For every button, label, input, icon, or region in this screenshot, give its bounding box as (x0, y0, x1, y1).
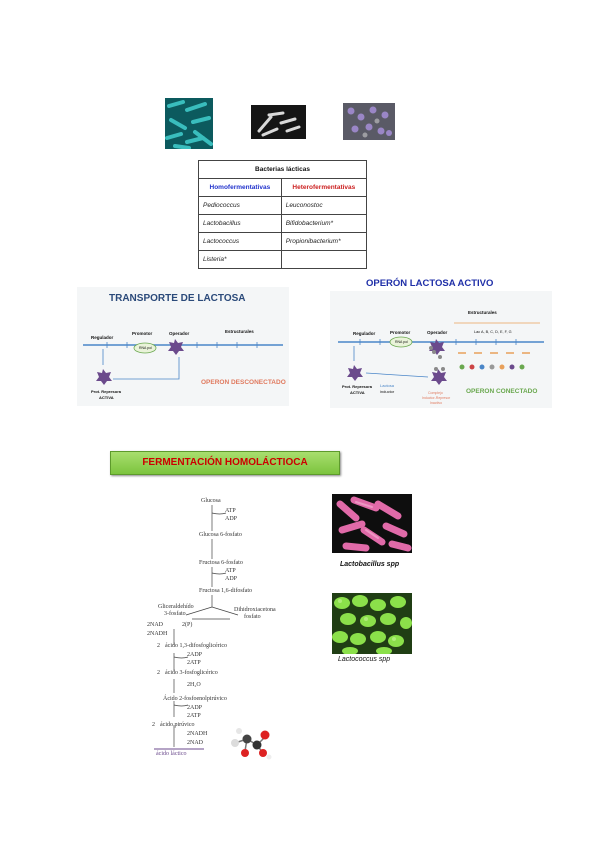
table-cell: Propionibacterium* (280, 232, 368, 251)
step-adp1: ADP (225, 516, 238, 522)
table-title: Bacterias lácticas (198, 160, 367, 179)
step-gliceraldehido-2: 3-fosfato (164, 611, 186, 617)
transporte-panel: TRANSPORTE DE LACTOSA Regulador Promotor… (77, 287, 289, 406)
represora-label: Prot. Represora (342, 384, 373, 389)
step-difosfoglic: ácido 1,3-difosfoglicérico (165, 643, 227, 649)
lactic-bacteria-table: Bacterias lácticas Homofermentativas Het… (198, 160, 368, 269)
step-atp4: 2ATP (187, 713, 201, 719)
table-cell: Leuconostoc (280, 196, 368, 215)
step-dihidroxi-2: fosfato (244, 614, 261, 620)
step-lactico: ácido láctico (156, 751, 187, 757)
label-estructurales: Estructurales (225, 329, 254, 334)
fermentacion-banner-text: FERMENTACIÓN HOMOLÁCTIOCA (142, 457, 308, 468)
label-regulador: Regulador (353, 331, 376, 336)
step-nadh: 2NADH (147, 631, 168, 637)
micrograph-bacilli-white-art (251, 105, 306, 139)
step-gliceraldehido: Gliceraldehído (158, 604, 194, 610)
inductor-represor-label: Inductor-Represor (422, 396, 451, 400)
operon-panel: Estructurales Lac A, B, C, D, E, F, G Re… (330, 291, 552, 408)
label-operador: Operador (169, 331, 190, 336)
lactococcus-art (332, 593, 412, 654)
transporte-title: TRANSPORTE DE LACTOSA (109, 293, 246, 304)
rna-pol-label: RNA pol (395, 340, 408, 344)
lactic-acid-molecule-icon (231, 728, 272, 760)
step-fosfoglic: ácido 3-fosfoglicérico (165, 670, 218, 676)
step-adp2: ADP (225, 576, 238, 582)
label-genes: Lac A, B, C, D, E, F, G (474, 330, 512, 334)
step-n3: 2 (152, 722, 155, 728)
lactobacillus-caption: Lactobacillus spp (340, 561, 400, 568)
step-atp3: 2ATP (187, 660, 201, 666)
step-adp3: 2ADP (187, 652, 203, 658)
step-h2o: 2H₂O (187, 682, 201, 688)
table-header-homo: Homofermentativas (198, 178, 282, 197)
step-piruvico: ácido pirúvico (160, 722, 195, 728)
inductor-label: inductor (380, 389, 395, 394)
table-cell: Listeria* (198, 250, 282, 269)
table-cell: Bifidobacterium* (280, 214, 368, 233)
operon-heading: OPERÓN LACTOSA ACTIVO (366, 278, 494, 289)
activa-label: ACTIVA (99, 395, 114, 400)
label-regulador: Regulador (91, 335, 114, 340)
table-row: Pediococcus Leuconostoc (198, 196, 368, 215)
step-g6f: Glucosa 6-fosfato (199, 532, 242, 538)
lactobacillus-art (332, 494, 412, 553)
lactococcus-caption: Lactococcus spp (338, 656, 391, 663)
step-atp1: ATP (225, 508, 236, 514)
operon-diagram (338, 322, 544, 385)
label-estructurales: Estructurales (468, 310, 497, 315)
table-row: Listeria* (198, 250, 368, 269)
step-f16: Fructosa 1,6-difosfato (199, 588, 252, 594)
step-f6f: Fructosa 6-fosfato (199, 560, 243, 566)
micrograph-bacilli-teal-art (165, 98, 213, 149)
step-nad2: 2NAD (187, 740, 203, 746)
table-cell: Lactococcus (198, 232, 282, 251)
table-row: Lactococcus Propionibacterium* (198, 232, 368, 251)
step-atp2: ATP (225, 568, 236, 574)
fermentacion-banner: FERMENTACIÓN HOMOLÁCTIOCA (110, 451, 340, 475)
complejo-label: Complejo (428, 391, 443, 395)
activa-label: ACTIVA (350, 390, 365, 395)
label-promotor: Promotor (390, 330, 411, 335)
step-pi: 2(P) (182, 622, 193, 628)
step-fosfoenol: Ácido 2-fosfoenolpirúvico (163, 696, 227, 702)
table-header-hetero: Heterofermentativas (280, 178, 368, 197)
step-glucosa: Glucosa (201, 498, 221, 504)
inactivo-label: Inactivo (430, 401, 443, 405)
lactococcus-image (332, 593, 412, 654)
pathway-arrows (154, 505, 239, 750)
label-promotor: Promotor (132, 331, 153, 336)
step-nadh2: 2NADH (187, 731, 208, 737)
step-n2: 2 (157, 670, 160, 676)
table-cell: Pediococcus (198, 196, 282, 215)
micrograph-cocci-purple-art (343, 103, 395, 140)
micrograph-cocci-purple (343, 103, 395, 140)
step-n1: 2 (157, 643, 160, 649)
operon-desconectado-label: OPERON DESCONECTADO (201, 379, 286, 386)
label-operador: Operador (427, 330, 448, 335)
transporte-diagram (83, 339, 283, 385)
step-adp4: 2ADP (187, 705, 203, 711)
micrograph-bacilli-teal (165, 98, 213, 149)
lactobacillus-image (332, 494, 412, 553)
table-cell (280, 250, 368, 269)
lactosa-label: Lactosa (380, 383, 395, 388)
micrograph-bacilli-white (251, 105, 306, 139)
operon-conectado-label: OPERON CONECTADO (466, 388, 538, 395)
step-nad: 2NAD (147, 622, 163, 628)
represora-label: Prot. Represora (91, 389, 122, 394)
step-dihidroxi: Dihidroxiacetona (234, 607, 276, 613)
table-row: Lactobacillus Bifidobacterium* (198, 214, 368, 233)
table-cell: Lactobacillus (198, 214, 282, 233)
rna-pol-label: RNA pol (139, 346, 152, 350)
